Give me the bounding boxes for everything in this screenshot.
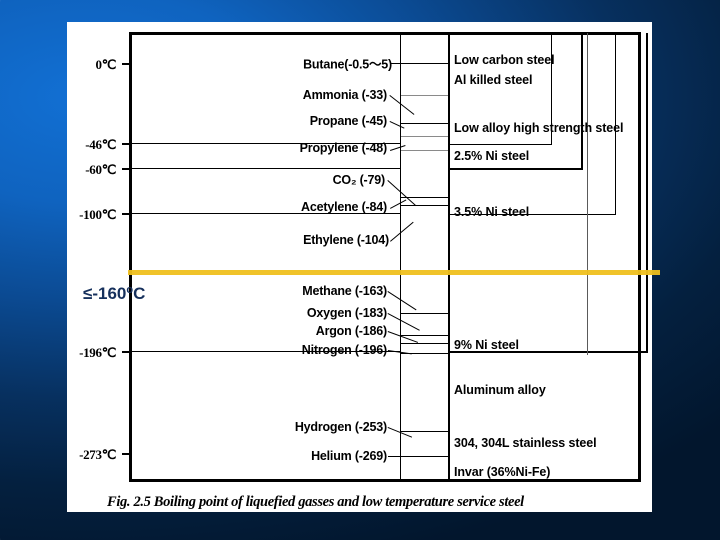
gas-mark-propane (401, 123, 449, 124)
gas-mark-co2 (401, 197, 449, 198)
steel-label-low-carbon: Low carbon steel (454, 53, 555, 67)
temp-rule-196c (132, 351, 401, 352)
yellow-highlight (128, 270, 660, 275)
axis-label-60c: -60℃ (85, 162, 116, 177)
steel-label-low-alloy: Low alloy high strength steel (454, 121, 624, 135)
temp-rule-60c (132, 168, 401, 169)
gas-mark-butane (401, 63, 449, 64)
gas-mark-hydrogen (401, 431, 449, 432)
gas-mark-propane2 (401, 136, 449, 137)
gas-label-hydrogen: Hydrogen (-253) (294, 420, 387, 434)
axis-label-273c: -273℃ (79, 447, 116, 462)
gas-column (400, 35, 450, 479)
gas-mark-helium (401, 456, 449, 457)
axis-tick-0c: 0℃ (96, 57, 132, 72)
temperature-callout: ≤-160oC (83, 284, 146, 303)
figure-caption: Fig. 2.5 Boiling point of liquefied gass… (107, 494, 524, 510)
steel-label-9ni: 9% Ni steel (454, 338, 519, 352)
axis-tick-60c: -60℃ (85, 162, 132, 177)
axis-tick-100c: -100℃ (79, 207, 132, 222)
gas-label-methane: Methane (-163) (302, 284, 387, 298)
steel-label-aluminum: Aluminum alloy (454, 383, 546, 397)
steel-label-invar: Invar (36%Ni-Fe) (454, 465, 551, 479)
leader-helium (388, 456, 410, 457)
axis-tick-46c: -46℃ (85, 137, 132, 152)
chart-frame: 0℃ -46℃ -60℃ -100℃ -196℃ -273℃ Bu (79, 32, 648, 482)
gas-mark-propylene (401, 150, 449, 151)
gas-label-helium: Helium (-269) (311, 449, 387, 463)
steel-box-9ni (448, 33, 648, 353)
steel-label-35ni: 3.5% Ni steel (454, 205, 530, 219)
gas-mark-ammonia (401, 95, 449, 96)
leader-butane (390, 63, 402, 64)
gas-label-propane: Propane (-45) (309, 114, 388, 128)
gas-label-butane: Butane(-0.5～5) (303, 57, 392, 72)
steel-box-25ni (448, 33, 583, 170)
gas-mark-nitrogen2 (401, 353, 449, 354)
gas-label-ethylene: Ethylene (-104) (303, 233, 389, 247)
axis-tick-196c: -196℃ (79, 345, 132, 360)
axis-label-196c: -196℃ (79, 345, 116, 360)
steel-label-al-killed: Al killed steel (454, 73, 533, 87)
gas-mark-oxygen (401, 313, 449, 314)
axis-label-46c: -46℃ (85, 137, 116, 152)
gas-label-propylene: Propylene (-48) (299, 141, 388, 155)
steel-box-low-alloy (448, 33, 552, 145)
gas-label-nitrogen: Nitrogen (-196) (301, 343, 387, 357)
gas-label-ammonia: Ammonia (-33) (302, 88, 387, 102)
gas-mark-argon (401, 335, 449, 336)
gas-label-argon: Argon (-186) (315, 324, 387, 338)
temp-rule-100c (132, 213, 401, 214)
steel-label-stainless: 304, 304L stainless steel (454, 436, 597, 450)
inner-vertical-rule (587, 33, 588, 355)
steel-label-25ni: 2.5% Ni steel (454, 149, 530, 163)
gas-label-co2: CO₂ (-79) (332, 173, 386, 187)
figure-panel: 0℃ -46℃ -60℃ -100℃ -196℃ -273℃ Bu (67, 22, 652, 512)
gas-mark-nitrogen1 (401, 343, 449, 344)
axis-label-0c: 0℃ (95, 57, 117, 72)
temp-rule-46c (132, 143, 401, 144)
gas-label-acetylene: Acetylene (-84) (301, 200, 387, 214)
axis-tick-273c: -273℃ (79, 447, 132, 462)
axis-label-100c: -100℃ (79, 207, 116, 222)
gas-mark-acetylene (401, 205, 449, 206)
gas-label-oxygen: Oxygen (-183) (306, 306, 387, 320)
